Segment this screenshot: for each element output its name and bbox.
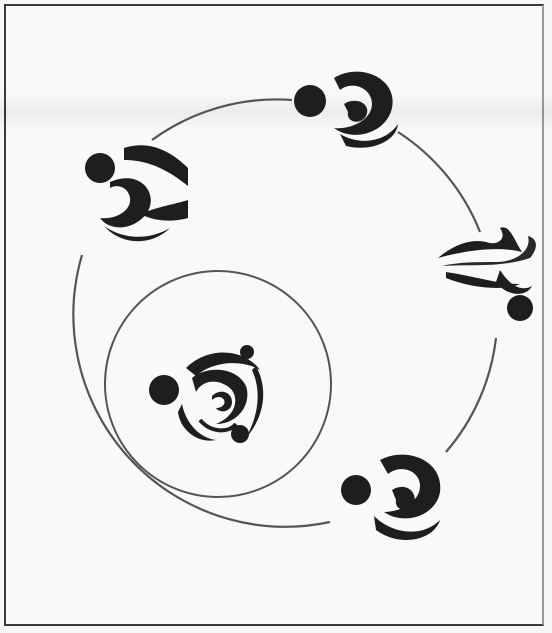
ring-arc-bottom: [73, 255, 330, 527]
inner-ring: [105, 271, 331, 497]
hand-icon: [85, 145, 188, 241]
spiral-icon: [149, 345, 263, 443]
swirl-icon: [341, 455, 440, 540]
ring-arc-top-left: [152, 99, 292, 140]
flame-icon: [438, 227, 536, 321]
swirl-icon: [294, 72, 398, 148]
ring-arc-top-right: [398, 132, 480, 232]
ring-arc-right: [446, 338, 496, 452]
